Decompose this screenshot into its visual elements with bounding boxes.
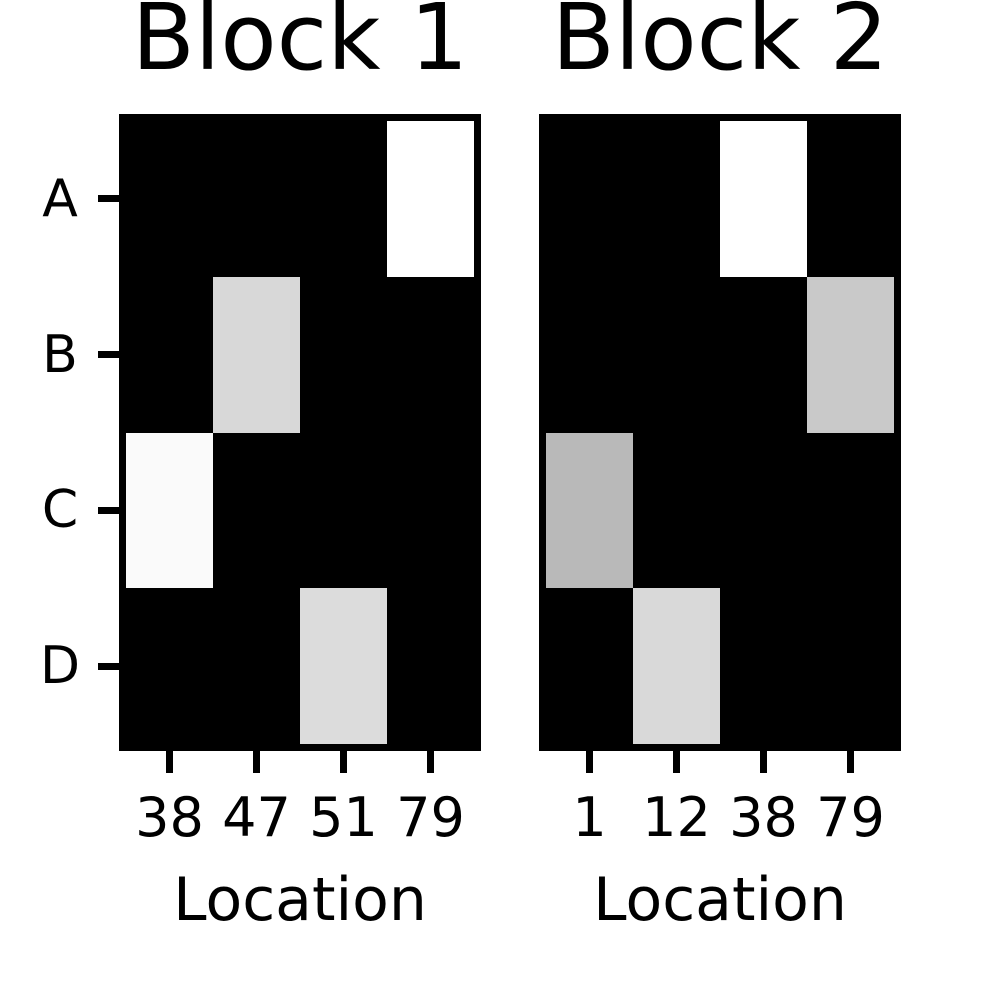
block-1-xaxis-label: Location [173, 865, 427, 935]
heatmap-cell [546, 276, 633, 433]
y-tick-mark [98, 351, 119, 359]
heatmap-cell [387, 121, 474, 277]
heatmap-cell [300, 588, 387, 744]
heatmap-cell [300, 121, 387, 277]
x-tick-label: 1 [572, 786, 607, 849]
heatmap-cell [807, 276, 894, 433]
x-tick-label: 51 [309, 786, 378, 849]
heatmap-cell [300, 276, 387, 433]
heatmap-cell [126, 588, 213, 744]
heatmap-cell [546, 432, 633, 589]
x-tick-mark [673, 751, 680, 773]
x-tick-label: 79 [396, 786, 465, 849]
x-tick-mark [253, 751, 260, 773]
heatmap-cell [807, 121, 894, 277]
heatmap-cell [633, 432, 720, 589]
x-tick-mark [847, 751, 854, 773]
heatmap-cell [546, 121, 633, 277]
heatmap-cell [213, 432, 300, 589]
x-tick-mark [166, 751, 173, 773]
heatmap-cell [720, 432, 807, 589]
heatmap-cell [213, 121, 300, 277]
block-1-heatmap [119, 114, 481, 751]
y-tick-label: A [42, 168, 78, 229]
x-tick-label: 38 [729, 786, 798, 849]
heatmap-cell [633, 276, 720, 433]
heatmap-cell [720, 588, 807, 744]
heatmap-cell [807, 432, 894, 589]
block-1-y-ticklabels: A B C D [34, 121, 86, 744]
heatmap-cell [126, 432, 213, 589]
y-tick-label: C [41, 480, 79, 541]
block-1-title: Block 1 [131, 0, 469, 91]
block-2-xaxis-label: Location [593, 865, 847, 935]
x-tick-mark [340, 751, 347, 773]
block-1-x-ticks [126, 751, 474, 773]
heatmap-cell [720, 121, 807, 277]
heatmap-cell [213, 276, 300, 433]
heatmap-cell [720, 276, 807, 433]
heatmap-cell [126, 121, 213, 277]
y-tick-mark [98, 506, 119, 514]
x-tick-label: 38 [135, 786, 204, 849]
heatmap-cell [213, 588, 300, 744]
heatmap-cell [126, 276, 213, 433]
heatmap-cell [387, 276, 474, 433]
heatmap-cell [633, 121, 720, 277]
block-2-x-ticks [546, 751, 894, 773]
block-2-title: Block 2 [551, 0, 889, 91]
x-tick-mark [586, 751, 593, 773]
heatmap-cell [546, 588, 633, 744]
x-tick-mark [760, 751, 767, 773]
x-tick-label: 47 [222, 786, 291, 849]
block-2-heatmap [539, 114, 901, 751]
heatmap-cell [807, 588, 894, 744]
x-tick-mark [427, 751, 434, 773]
y-tick-label: D [39, 636, 81, 697]
heatmap-cell [300, 432, 387, 589]
y-tick-mark [98, 662, 119, 670]
block-1-y-ticks [98, 121, 119, 744]
y-tick-label: B [42, 324, 78, 385]
heatmap-cell [387, 588, 474, 744]
heatmap-cell [633, 588, 720, 744]
heatmap-cell [387, 432, 474, 589]
x-tick-label: 79 [816, 786, 885, 849]
x-tick-label: 12 [642, 786, 711, 849]
y-tick-mark [98, 195, 119, 203]
